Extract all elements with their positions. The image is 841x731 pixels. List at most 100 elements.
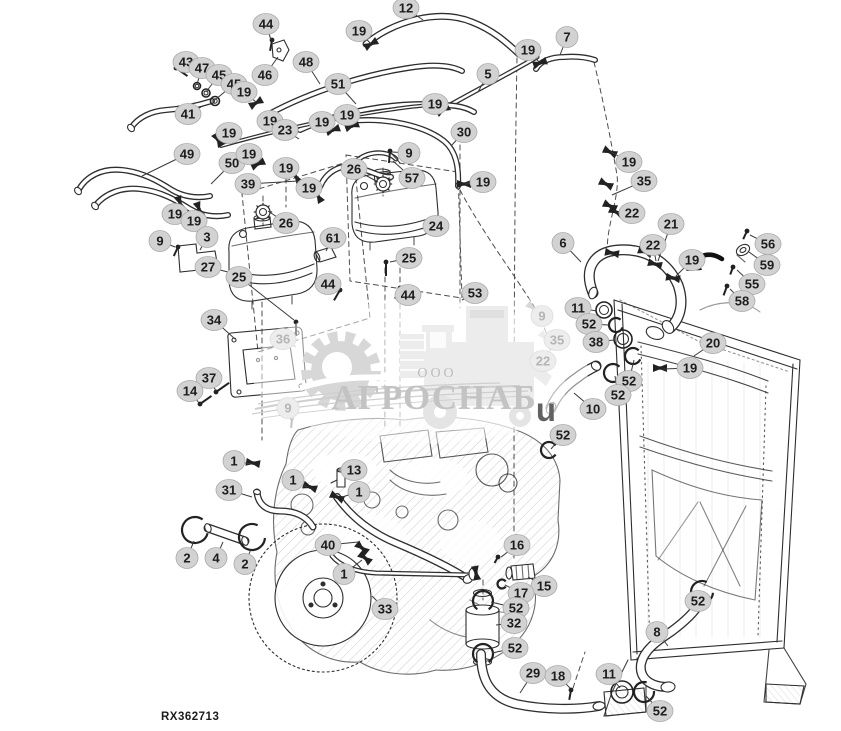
svg-text:52: 52 bbox=[556, 428, 570, 443]
callout-49: 49 bbox=[173, 143, 201, 165]
callout-44: 44 bbox=[252, 13, 280, 35]
svg-text:19: 19 bbox=[315, 115, 329, 130]
callout-35: 35 bbox=[630, 170, 658, 192]
svg-text:22: 22 bbox=[646, 238, 660, 253]
callout-44: 44 bbox=[394, 284, 422, 306]
svg-text:15: 15 bbox=[537, 579, 551, 594]
svg-text:38: 38 bbox=[589, 335, 603, 350]
callout-19: 19 bbox=[514, 39, 542, 61]
svg-text:35: 35 bbox=[550, 333, 564, 348]
filler-cap-glyph bbox=[373, 174, 393, 194]
svg-text:26: 26 bbox=[347, 162, 361, 177]
clamp-ring-glyph bbox=[237, 522, 267, 552]
bolt-glyph bbox=[742, 228, 750, 240]
callout-31: 31 bbox=[215, 479, 243, 501]
callout-19: 19 bbox=[421, 93, 449, 115]
svg-text:1: 1 bbox=[340, 567, 347, 582]
svg-text:52: 52 bbox=[509, 601, 523, 616]
clamp-ring-glyph bbox=[471, 589, 495, 611]
svg-text:41: 41 bbox=[181, 107, 195, 122]
svg-text:9: 9 bbox=[538, 309, 545, 324]
bolt-glyph bbox=[172, 244, 181, 257]
hose-clamp-glyph bbox=[328, 490, 346, 504]
callout-9: 9 bbox=[530, 305, 554, 327]
callout-26: 26 bbox=[340, 158, 368, 180]
svg-text:11: 11 bbox=[571, 301, 585, 316]
svg-text:1: 1 bbox=[355, 485, 362, 500]
bolt-glyph bbox=[493, 554, 501, 564]
svg-text:19: 19 bbox=[340, 108, 354, 123]
callout-48: 48 bbox=[292, 51, 320, 73]
callout-19: 19 bbox=[345, 20, 373, 42]
svg-text:8: 8 bbox=[653, 625, 660, 640]
callout-52: 52 bbox=[575, 313, 603, 335]
callout-11: 11 bbox=[564, 297, 592, 319]
svg-text:52: 52 bbox=[582, 317, 596, 332]
callout-40: 40 bbox=[314, 534, 342, 556]
callout-12: 12 bbox=[392, 0, 420, 19]
callout-30: 30 bbox=[450, 121, 478, 143]
callout-52: 52 bbox=[501, 637, 529, 659]
hose-clamp-glyph bbox=[601, 145, 619, 159]
callout-9: 9 bbox=[276, 397, 300, 419]
hose-clamp-glyph bbox=[604, 247, 620, 259]
callout-4: 4 bbox=[204, 547, 228, 569]
svg-text:32: 32 bbox=[507, 616, 521, 631]
callout-22: 22 bbox=[529, 350, 557, 372]
watermark-company-prefix: ООО bbox=[417, 366, 456, 381]
svg-text:19: 19 bbox=[279, 161, 293, 176]
svg-text:19: 19 bbox=[187, 214, 201, 229]
callout-22: 22 bbox=[639, 234, 667, 256]
callout-1: 1 bbox=[281, 469, 305, 491]
hose-clamp-glyph bbox=[457, 180, 471, 188]
svg-text:56: 56 bbox=[761, 237, 775, 252]
svg-text:44: 44 bbox=[321, 277, 336, 292]
watermark-gear-icon bbox=[301, 331, 381, 411]
callout-2: 2 bbox=[175, 547, 199, 569]
watermark-mark: u bbox=[536, 391, 556, 428]
callout-19: 19 bbox=[308, 111, 336, 133]
radiator-frame bbox=[603, 299, 807, 717]
callout-56: 56 bbox=[754, 233, 782, 255]
callout-21: 21 bbox=[657, 213, 685, 235]
svg-text:24: 24 bbox=[429, 219, 444, 234]
callout-52: 52 bbox=[549, 424, 577, 446]
bolt-glyph bbox=[729, 264, 736, 275]
svg-text:44: 44 bbox=[259, 17, 274, 32]
svg-text:14: 14 bbox=[183, 384, 198, 399]
svg-text:49: 49 bbox=[180, 147, 194, 162]
hose-clamp-glyph bbox=[653, 364, 667, 372]
callout-41: 41 bbox=[174, 103, 202, 125]
svg-text:52: 52 bbox=[622, 374, 636, 389]
callout-19: 19 bbox=[230, 81, 258, 103]
hose-clamp-glyph bbox=[357, 550, 373, 566]
svg-text:19: 19 bbox=[168, 207, 182, 222]
svg-text:51: 51 bbox=[331, 77, 345, 92]
callout-36: 36 bbox=[269, 328, 297, 350]
svg-text:22: 22 bbox=[536, 354, 550, 369]
svg-text:2: 2 bbox=[241, 557, 248, 572]
hose-clamp-glyph bbox=[532, 56, 548, 70]
svg-text:30: 30 bbox=[457, 125, 471, 140]
callout-34: 34 bbox=[200, 309, 228, 331]
hose-clamp-glyph bbox=[470, 565, 482, 581]
callout-25: 25 bbox=[395, 247, 423, 269]
svg-text:19: 19 bbox=[683, 361, 697, 376]
watermark-company-name: АГРОСНАБ bbox=[331, 378, 536, 417]
hose-clamp-glyph bbox=[597, 177, 615, 191]
clamp-ring-glyph bbox=[496, 578, 507, 590]
callout-44: 44 bbox=[314, 273, 342, 295]
svg-text:1: 1 bbox=[230, 454, 237, 469]
callout-6: 6 bbox=[551, 232, 575, 254]
callout-37: 37 bbox=[195, 367, 223, 389]
svg-text:36: 36 bbox=[276, 332, 290, 347]
callout-19: 19 bbox=[215, 122, 243, 144]
hose-clamp-glyph bbox=[647, 258, 663, 270]
hose-clamp-glyph bbox=[249, 157, 267, 171]
callout-19: 19 bbox=[235, 143, 263, 165]
hose-clamp-glyph bbox=[354, 540, 370, 556]
bolt-glyph bbox=[387, 148, 393, 164]
callout-2: 2 bbox=[233, 553, 257, 575]
bolt-glyph bbox=[722, 283, 730, 296]
